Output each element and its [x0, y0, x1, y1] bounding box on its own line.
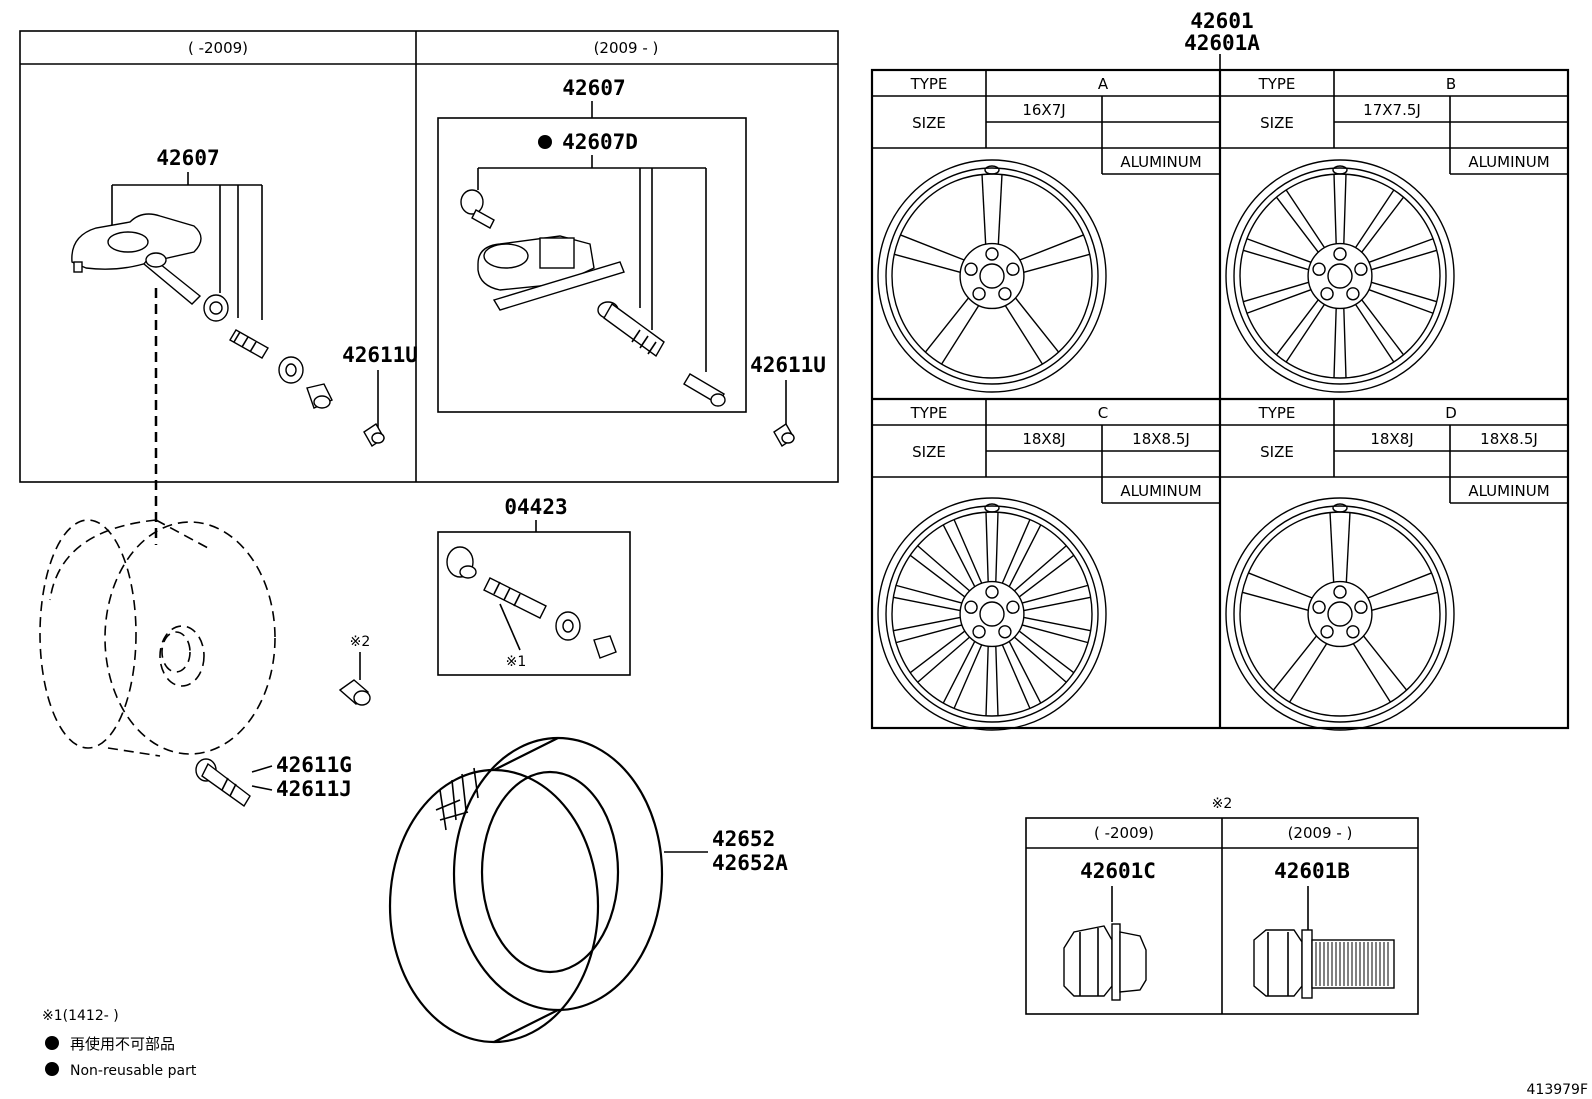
size-d-1: 18X8J: [1370, 430, 1413, 448]
legend-dot-icon-2: [45, 1062, 59, 1076]
size-label-b: SIZE: [1260, 114, 1294, 132]
nut-right-header: (2009 - ): [1288, 824, 1353, 842]
material-c: ALUMINUM: [1120, 482, 1201, 500]
legend-note-1: ※1(1412- ): [42, 1008, 119, 1024]
nut-table-note: ※2: [1212, 796, 1233, 812]
size-label-c: SIZE: [912, 443, 946, 461]
material-d: ALUMINUM: [1468, 482, 1549, 500]
sensor-nut-icon: [363, 423, 385, 447]
left-sensor-leader-lines: [111, 172, 263, 320]
tire-part-number-2[interactable]: 42652A: [712, 851, 788, 875]
diagram-id: 413979F: [1527, 1082, 1589, 1098]
right-nut-part-number[interactable]: 42611U: [750, 353, 826, 377]
size-a-1: 16X7J: [1022, 101, 1065, 119]
size-c-1: 18X8J: [1022, 430, 1065, 448]
tire-icon: [388, 736, 664, 1044]
wheel-part-number-2[interactable]: 42601A: [1184, 31, 1260, 55]
sensor-left-header: ( -2009): [188, 39, 248, 57]
right-sensor-kit-part-number[interactable]: 42607D: [562, 130, 638, 154]
right-valve-core-icon: [683, 373, 726, 407]
right-sensor-part-number[interactable]: 42607: [562, 76, 625, 100]
tpms-sensor-icon: [71, 213, 202, 305]
left-nut-part-number[interactable]: 42611U: [342, 343, 418, 367]
legend: ※1(1412- ) 再使用不可部品 Non-reusable part: [42, 1008, 197, 1079]
nut-right-part-number[interactable]: 42601B: [1274, 859, 1350, 883]
valve-stem-part-number-1[interactable]: 42611G: [276, 753, 352, 777]
legend-nonreusable-en: Non-reusable part: [70, 1063, 197, 1079]
size-label-d: SIZE: [1260, 443, 1294, 461]
lug-nut-icon: [338, 679, 371, 706]
sensor-right-header: (2009 - ): [594, 39, 659, 57]
type-code-c: C: [1098, 404, 1108, 422]
valve-core-icon: [229, 329, 269, 359]
legend-dot-icon-1: [45, 1036, 59, 1050]
material-a: ALUMINUM: [1120, 153, 1201, 171]
left-sensor-part-number[interactable]: 42607: [156, 146, 219, 170]
lug-bolt-icon: [1253, 929, 1395, 999]
wheel-part-number-1[interactable]: 42601: [1190, 9, 1253, 33]
wheel-outline-icon: [39, 519, 276, 757]
type-code-a: A: [1098, 75, 1109, 93]
valve-stem-icon: [195, 758, 251, 808]
right-valve-stem-icon: [597, 301, 665, 358]
valve-stem-part-number-2[interactable]: 42611J: [276, 777, 352, 801]
type-label-b: TYPE: [1258, 75, 1296, 93]
nut-left-header: ( -2009): [1094, 824, 1154, 842]
wheel-table: 42601 42601A TYPE A SIZE 16X7J AL: [870, 9, 1570, 731]
right-cap-icon: [460, 189, 495, 229]
size-label-a: SIZE: [912, 114, 946, 132]
size-c-2: 18X8.5J: [1132, 430, 1190, 448]
valve-kit-note: ※1: [506, 654, 527, 670]
nut-table: ※2 ( -2009) (2009 - ) 42601C 42601B: [1025, 796, 1419, 1015]
wheel-type-b-icon[interactable]: [1225, 159, 1455, 393]
cap-icon: [306, 383, 333, 409]
tire-part-number-1[interactable]: 42652: [712, 827, 775, 851]
sensor-box: ( -2009) (2009 - ) 42607: [19, 30, 839, 483]
cap-nut-icon: [1063, 923, 1147, 1001]
type-code-d: D: [1445, 404, 1457, 422]
nut-left-part-number[interactable]: 42601C: [1080, 859, 1156, 883]
wheel-type-a-icon[interactable]: [877, 159, 1107, 393]
right-sensor-leader-lines: [477, 155, 707, 372]
type-code-b: B: [1446, 75, 1456, 93]
valve-cap-icon: [203, 294, 229, 322]
wheel-type-d-icon[interactable]: [1225, 497, 1455, 731]
right-sensor-nut-icon: [773, 423, 795, 447]
material-b: ALUMINUM: [1468, 153, 1549, 171]
valve-kit-part-number[interactable]: 04423: [504, 495, 567, 519]
type-label-c: TYPE: [910, 404, 948, 422]
wheel-type-c-icon[interactable]: [877, 497, 1107, 731]
right-tpms-sensor-icon: [477, 235, 625, 311]
legend-nonreusable-jp: 再使用不可部品: [70, 1035, 175, 1053]
type-label-d: TYPE: [1258, 404, 1296, 422]
size-d-2: 18X8.5J: [1480, 430, 1538, 448]
type-label-a: TYPE: [910, 75, 948, 93]
size-b-1: 17X7.5J: [1363, 101, 1421, 119]
non-reusable-dot-icon: [538, 135, 552, 149]
grommet-icon: [278, 356, 304, 384]
valve-kit-box: 04423 ※1: [437, 495, 631, 676]
lug-nut-note: ※2: [350, 634, 371, 650]
